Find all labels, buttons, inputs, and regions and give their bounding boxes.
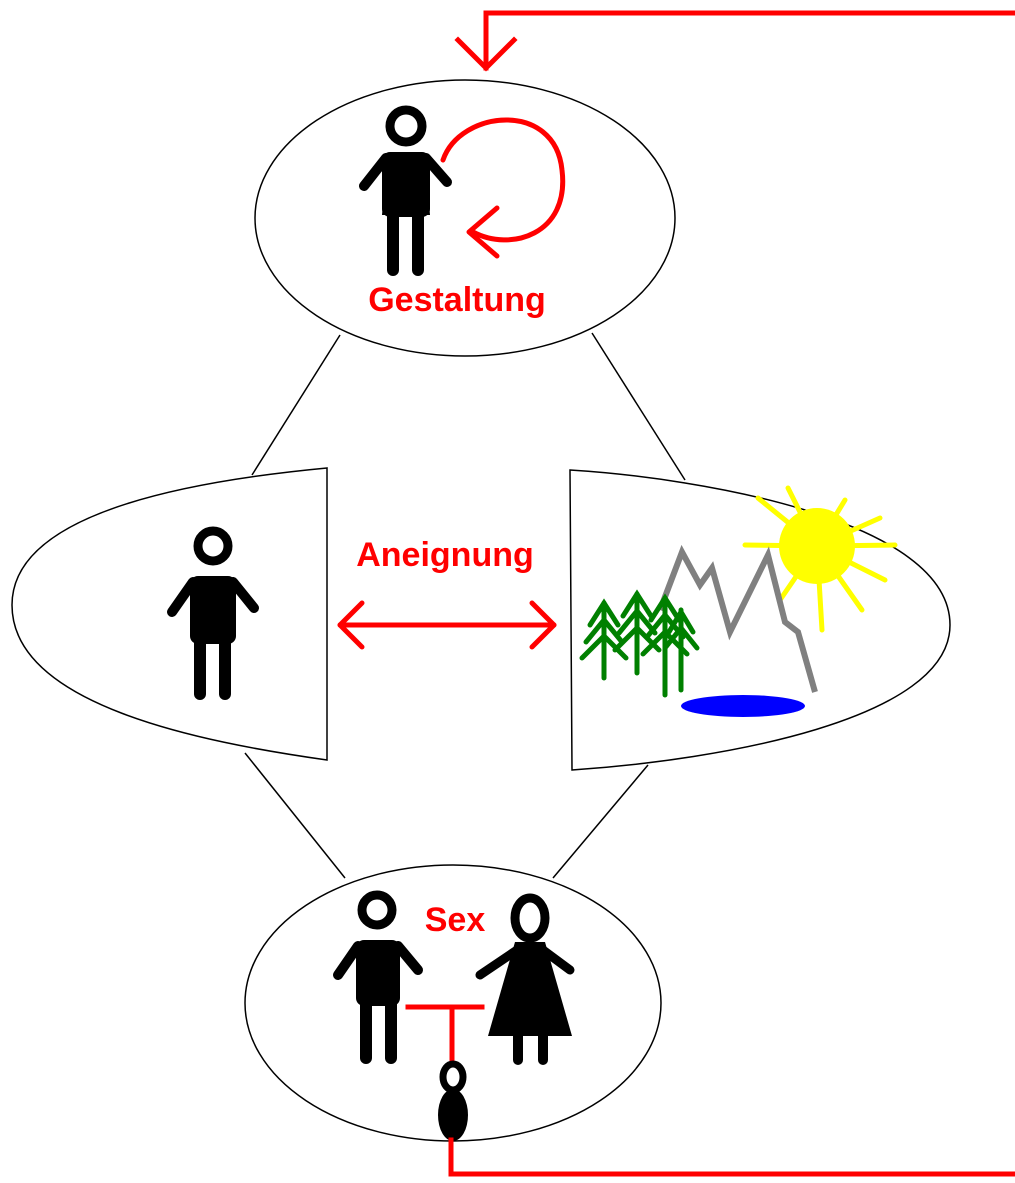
- mountain-icon: [657, 544, 818, 693]
- node-gestaltung-outline: [254, 79, 676, 357]
- sun-icon: [742, 485, 898, 633]
- connector-top-left: [251, 334, 341, 476]
- woman-icon: [475, 893, 575, 1065]
- person-icon: [359, 105, 452, 276]
- tree-icon: [579, 589, 700, 698]
- connector-top-right: [591, 332, 686, 481]
- child-icon: [438, 1060, 468, 1141]
- man-icon: [333, 890, 423, 1064]
- connector-left-bottom: [244, 752, 346, 879]
- connector-lines: [244, 332, 686, 879]
- lake-icon: [681, 695, 805, 717]
- node-gestaltung: [254, 79, 676, 357]
- node-gestaltung-label: Gestaltung: [368, 281, 546, 319]
- relation-aneignung-label: Aneignung: [356, 536, 534, 574]
- person-icon: [167, 526, 259, 700]
- bond-icon: [405, 1004, 485, 1065]
- node-sex-label: Sex: [424, 901, 486, 939]
- cycle-arrow-icon: [440, 117, 566, 259]
- node-nature: [569, 469, 951, 771]
- feedback-arrow-icon: [448, 10, 1015, 1177]
- node-person: [11, 467, 328, 761]
- connector-right-bottom: [552, 764, 649, 879]
- double-arrow-icon: [337, 600, 557, 650]
- node-sex: [244, 864, 662, 1142]
